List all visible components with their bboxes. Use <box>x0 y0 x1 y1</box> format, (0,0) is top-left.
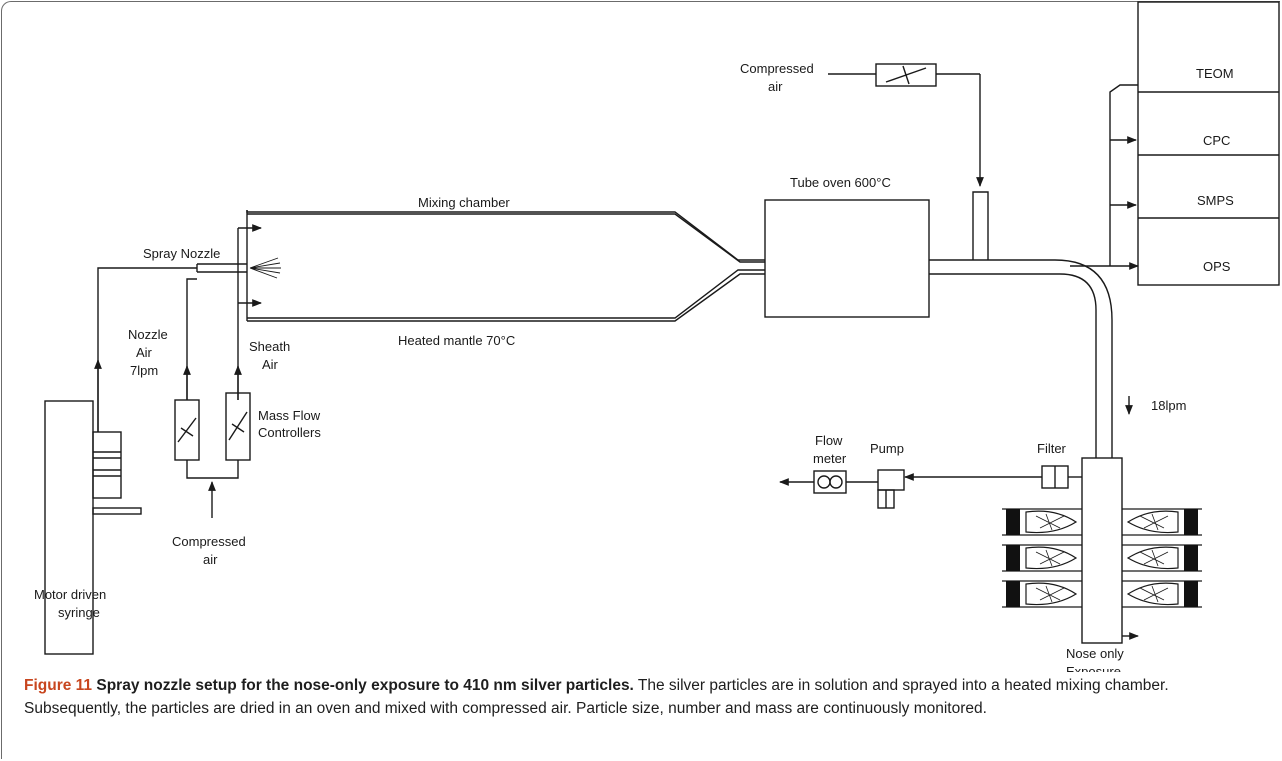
nozzle-air-label: Nozzle <box>128 327 168 342</box>
spray-nozzle-diagram: Compressed air Tube oven 600°C Mixing ch… <box>34 1 1280 672</box>
instrument-teom: TEOM <box>1196 66 1234 81</box>
exposure-label-2: Exposure <box>1066 664 1121 672</box>
instrument-smps: SMPS <box>1197 193 1234 208</box>
holder-end-caps <box>1006 509 1198 607</box>
figure-title: Spray nozzle setup for the nose-only exp… <box>96 677 634 694</box>
compressed-air-inlet-top <box>828 63 989 260</box>
compressed-air-bottom-label: Compressed <box>172 534 246 549</box>
sheath-air-label: Sheath <box>249 339 290 354</box>
exposure-tower <box>904 457 1139 644</box>
figure-description: The silver particles are in solution and… <box>24 677 1169 717</box>
instrument-manifold <box>1070 84 1139 270</box>
outlet-tube <box>929 259 1113 458</box>
spray-nozzle <box>196 257 281 279</box>
flow-rate-label: 18lpm <box>1151 398 1186 413</box>
mixing-chamber-label: Mixing chamber <box>418 195 510 210</box>
heated-mantle-label: Heated mantle 70°C <box>398 333 515 348</box>
mass-flow-controllers <box>174 392 251 461</box>
instrument-cpc: CPC <box>1203 133 1230 148</box>
tube-oven <box>764 199 930 318</box>
mixing-chamber <box>246 210 765 322</box>
mass-flow-controllers-label: Mass Flow <box>258 408 321 423</box>
nozzle-air-line <box>186 278 197 400</box>
exposure-label: Nose only <box>1066 646 1124 661</box>
flow-meter <box>779 470 878 494</box>
spray-nozzle-label: Spray Nozzle <box>143 246 220 261</box>
compressed-air-top-label: Compressed <box>740 61 814 76</box>
compressed-air-inlet-bottom <box>186 460 239 518</box>
flow-meter-label-2: meter <box>813 451 847 466</box>
figure-caption: Figure 11 Spray nozzle setup for the nos… <box>24 675 1264 720</box>
instrument-stack <box>1137 1 1280 286</box>
exposure-holders <box>1002 508 1202 608</box>
syringe-label-2: syringe <box>58 605 100 620</box>
compressed-air-bottom-label-2: air <box>203 552 218 567</box>
compressed-air-top-label-2: air <box>768 79 783 94</box>
sheath-air-inlets <box>237 224 262 308</box>
figure-label: Figure 11 <box>24 677 93 694</box>
motor-driven-syringe <box>44 400 142 655</box>
pump <box>877 469 905 509</box>
instrument-ops: OPS <box>1203 259 1231 274</box>
nozzle-air-flow-label: 7lpm <box>130 363 158 378</box>
filter-label: Filter <box>1037 441 1067 456</box>
sheath-air-label-2: Air <box>262 357 279 372</box>
tube-oven-label: Tube oven 600°C <box>790 175 891 190</box>
pump-label: Pump <box>870 441 904 456</box>
nozzle-air-label-2: Air <box>136 345 153 360</box>
mass-flow-controllers-label-2: Controllers <box>258 425 321 440</box>
flow-meter-label: Flow <box>815 433 843 448</box>
syringe-label: Motor driven <box>34 587 106 602</box>
